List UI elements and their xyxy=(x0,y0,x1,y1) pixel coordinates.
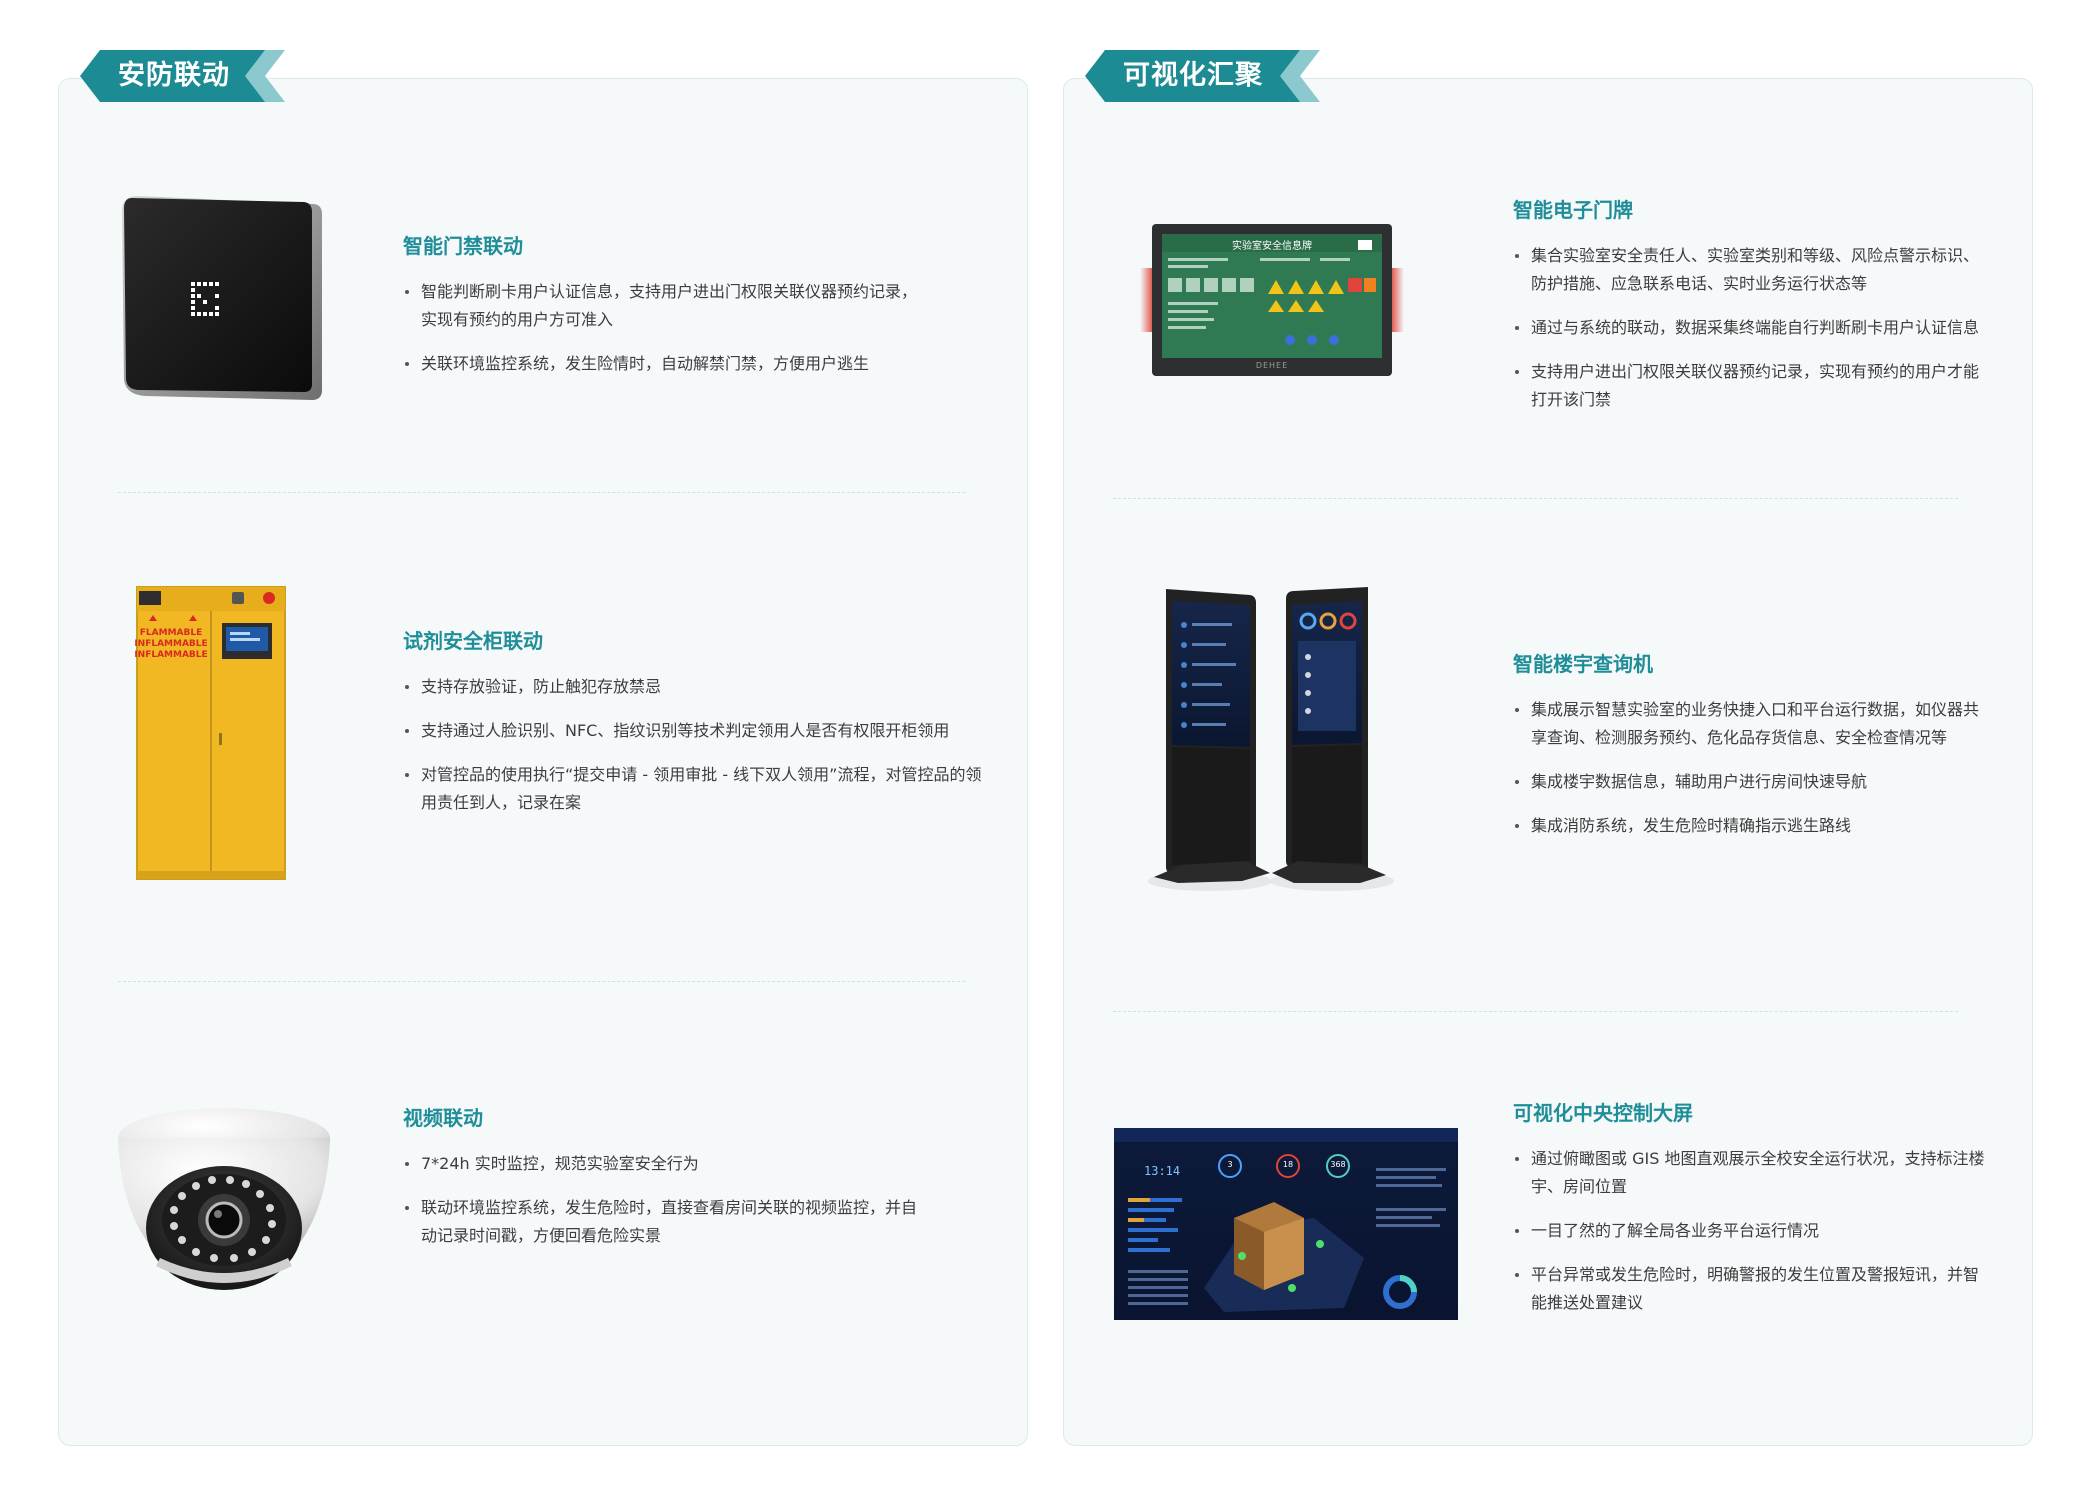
list-item: 集合实验室安全责任人、实验室类别和等级、风险点警示标识、防护措施、应急联系电话、… xyxy=(1513,242,1993,298)
control-screen-image: 13:14 3 18 368 xyxy=(1114,1128,1458,1320)
section-title-access-control: 智能门禁联动 xyxy=(403,234,523,258)
section-title-video: 视频联动 xyxy=(403,1106,483,1130)
list-item: 集成消防系统，发生危险时精确指示逃生路线 xyxy=(1513,812,1993,840)
building-kiosk-image xyxy=(1148,587,1394,891)
section-title-kiosk: 智能楼宇查询机 xyxy=(1513,652,1653,676)
divider xyxy=(118,981,965,982)
list-item: 对管控品的使用执行“提交申请 - 领用审批 - 线下双人领用”流程，对管控品的领… xyxy=(403,761,983,817)
gauge-value: 368 xyxy=(1330,1160,1346,1169)
list-item: 通过俯瞰图或 GIS 地图直观展示全校安全运行状况，支持标注楼宇、房间位置 xyxy=(1513,1145,1993,1201)
list-item: 7*24h 实时监控，规范实验室安全行为 xyxy=(403,1150,923,1178)
list-item: 平台异常或发生危险时，明确警报的发生位置及警报短讯，并智能推送处置建议 xyxy=(1513,1261,1993,1317)
dome-camera-image xyxy=(118,1108,330,1290)
screen-clock-readout: 13:14 xyxy=(1144,1164,1181,1178)
list-item: 支持通过人脸识别、NFC、指纹识别等技术判定领用人是否有权限开柜领用 xyxy=(403,717,983,745)
svg-text:INFLAMMABLE: INFLAMMABLE xyxy=(135,639,208,649)
gauge-value: 18 xyxy=(1282,1160,1294,1169)
control-screen-bullets: 通过俯瞰图或 GIS 地图直观展示全校安全运行状况，支持标注楼宇、房间位置 一目… xyxy=(1513,1145,1993,1333)
list-item: 关联环境监控系统，发生险情时，自动解禁门禁，方便用户逃生 xyxy=(403,350,923,378)
section-tag-label: 安防联动 xyxy=(118,60,230,91)
section-title-reagent-cabinet: 试剂安全柜联动 xyxy=(403,629,543,653)
list-item: 集成楼宇数据信息，辅助用户进行房间快速导航 xyxy=(1513,768,1993,796)
list-item: 集成展示智慧实验室的业务快捷入口和平台运行数据，如仪器共享查询、检测服务预约、危… xyxy=(1513,696,1993,752)
divider xyxy=(1113,498,1958,499)
access-control-bullets: 智能判断刷卡用户认证信息，支持用户进出门权限关联仪器预约记录，实现有预约的用户方… xyxy=(403,278,923,394)
list-item: 支持存放验证，防止触犯存放禁忌 xyxy=(403,673,983,701)
divider xyxy=(1113,1011,1958,1012)
list-item: 智能判断刷卡用户认证信息，支持用户进出门权限关联仪器预约记录，实现有预约的用户方… xyxy=(403,278,923,334)
section-tag-visualization: 可视化汇聚 xyxy=(1085,50,1320,102)
reagent-cabinet-bullets: 支持存放验证，防止触犯存放禁忌 支持通过人脸识别、NFC、指纹识别等技术判定领用… xyxy=(403,673,983,833)
list-item: 一目了然的了解全局各业务平台运行情况 xyxy=(1513,1217,1993,1245)
section-tag-label: 可视化汇聚 xyxy=(1123,60,1263,91)
list-item: 支持用户进出门权限关联仪器预约记录，实现有预约的用户才能打开该门禁 xyxy=(1513,358,1993,414)
doorplate-brand-label: DEHEE xyxy=(1255,361,1289,370)
doorplate-bullets: 集合实验室安全责任人、实验室类别和等级、风险点警示标识、防护措施、应急联系电话、… xyxy=(1513,242,1993,430)
section-tag-security: 安防联动 xyxy=(80,50,285,102)
svg-text:INFLAMMABLE: INFLAMMABLE xyxy=(135,650,208,660)
section-title-control-screen: 可视化中央控制大屏 xyxy=(1513,1101,1693,1125)
card-reader-image xyxy=(122,196,322,400)
electronic-doorplate-image: 实验室安全信息牌 DEHEE xyxy=(1140,220,1404,380)
section-title-doorplate: 智能电子门牌 xyxy=(1513,198,1633,222)
list-item: 联动环境监控系统，发生危险时，直接查看房间关联的视频监控，并自动记录时间戳，方便… xyxy=(403,1194,923,1250)
gauge-value: 3 xyxy=(1227,1160,1233,1169)
doorplate-screen-title: 实验室安全信息牌 xyxy=(1232,241,1312,252)
reagent-cabinet-image: FLAMMABLE INFLAMMABLE INFLAMMABLE xyxy=(135,586,286,880)
svg-text:FLAMMABLE: FLAMMABLE xyxy=(140,628,202,638)
kiosk-bullets: 集成展示智慧实验室的业务快捷入口和平台运行数据，如仪器共享查询、检测服务预约、危… xyxy=(1513,696,1993,856)
divider xyxy=(118,492,965,493)
video-bullets: 7*24h 实时监控，规范实验室安全行为 联动环境监控系统，发生危险时，直接查看… xyxy=(403,1150,923,1266)
list-item: 通过与系统的联动，数据采集终端能自行判断刷卡用户认证信息 xyxy=(1513,314,1993,342)
